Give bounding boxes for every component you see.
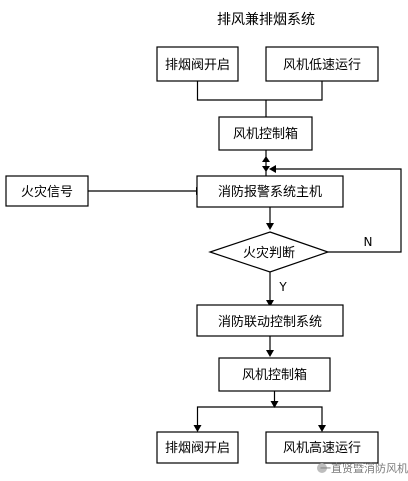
arrowhead-down (262, 166, 270, 172)
fan-control-box-top-label: 风机控制箱 (233, 126, 298, 142)
fan-low-speed-label: 风机低速运行 (283, 58, 361, 73)
bottom-left-arrowhead (193, 425, 202, 432)
host-to-decision-arrowhead (266, 223, 274, 230)
smoke-valve-open-top-box (156, 46, 239, 82)
fire-judgment-label: 火灾判断 (243, 245, 295, 261)
diagram-title: 排风兼排烟系统 (217, 12, 315, 28)
fire-alarm-host-label: 消防报警系统主机 (218, 184, 322, 200)
no-branch-label: N (364, 235, 373, 249)
no-branch-loop-arrowhead (269, 165, 276, 173)
watermark-icon (317, 463, 327, 473)
fire-signal-label: 火灾信号 (21, 184, 73, 200)
bottom-right-arrowhead (318, 425, 326, 432)
arrowhead-up (262, 156, 270, 162)
smoke-valve-open-top-label: 排烟阀开启 (165, 58, 230, 73)
yes-branch-arrowhead (266, 300, 274, 307)
fan-control-box-bottom (218, 357, 331, 392)
bottom-split-connector (196, 391, 323, 425)
bottom-center-arrowhead (270, 401, 279, 408)
yes-branch-label: Y (278, 280, 287, 294)
fan-low-speed-box (265, 46, 379, 82)
fan-control-box-bottom-label: 风机控制箱 (242, 367, 307, 383)
smoke-valve-open-bottom-box (156, 431, 239, 464)
no-branch-loop-line (276, 168, 402, 253)
fan-high-speed-box (265, 431, 379, 464)
smoke-valve-open-bottom-label: 排烟阀开启 (165, 441, 230, 456)
top-merge-connector (196, 81, 323, 117)
fan-high-speed-label: 风机高速运行 (283, 440, 361, 456)
watermark-text: 一直贤暨消防风机 (320, 461, 408, 475)
linkage-control-box (196, 304, 344, 337)
linkage-to-fan-arrowhead (266, 350, 274, 357)
linkage-control-label: 消防联动控制系统 (218, 314, 322, 330)
